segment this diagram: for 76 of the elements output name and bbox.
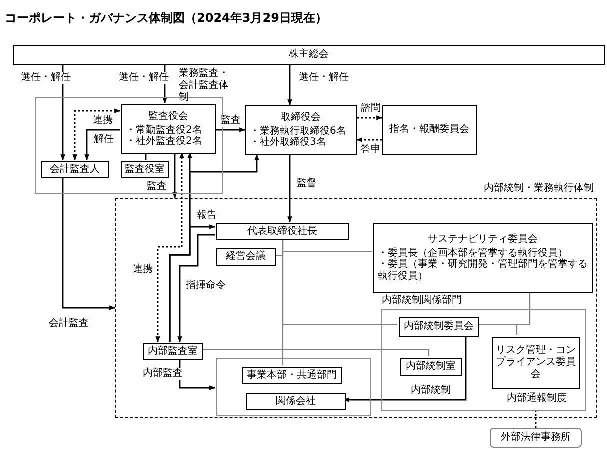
org-box: [400, 358, 462, 376]
arrow: [84, 129, 120, 161]
arrow: [62, 177, 116, 310]
arrow: [169, 154, 260, 342]
box-label: 監査役会: [148, 110, 188, 122]
connector-line: [282, 239, 284, 365]
org-box: [373, 223, 593, 293]
box-label: リスク管理・コンプライアンス委員会: [496, 345, 576, 381]
box-label: 株主総会: [289, 49, 329, 61]
box-label: 関係会社: [276, 396, 316, 408]
edge-label: 内部監査: [142, 368, 184, 380]
arrow: [356, 138, 382, 142]
edge-label: 諮問: [360, 103, 382, 115]
group-heading: 業務監査・会計監査体制: [179, 68, 230, 104]
arrow: [288, 65, 292, 106]
group-heading: 内部統制関係部門: [382, 295, 462, 307]
arrow: [60, 65, 66, 161]
edge-label: 監督: [296, 178, 318, 190]
org-box: [245, 105, 357, 155]
org-box: [490, 428, 582, 448]
box-label: サステナビリティ委員会: [428, 234, 538, 246]
arrow: [172, 153, 178, 199]
member-line: ・社外取締役3名: [250, 137, 326, 148]
edge-label: 報告: [196, 210, 218, 222]
org-box: [216, 223, 349, 240]
edge-label: 答申: [360, 144, 382, 156]
edge-label: 連携: [132, 264, 154, 276]
org-box: [13, 45, 605, 65]
edge-label: 指揮命令: [185, 280, 227, 292]
arrow: [72, 108, 121, 161]
box-label: 取締役会: [281, 112, 321, 124]
org-box: [242, 367, 342, 384]
member-line: ・委員（事業・研究開発・管理部門を管掌する執行役員）: [378, 259, 588, 282]
org-box: [121, 104, 216, 154]
edge-label: 内部統制: [410, 385, 452, 397]
box-label: 外部法律事務所: [501, 432, 571, 444]
edge-label: 選任・解任: [118, 72, 170, 84]
arrow: [357, 116, 383, 120]
arrow: [215, 128, 246, 132]
member-line: ・社外監査役2名: [126, 136, 202, 148]
group-heading: 内部統制・業務執行体制: [484, 183, 594, 195]
edge-label: 監査: [220, 115, 242, 127]
arrow: [178, 234, 215, 343]
connector-line: [516, 292, 531, 335]
box-label: 監査役室: [125, 164, 165, 176]
box-label: 内部統制室: [406, 361, 456, 373]
edge-label: 監査: [146, 181, 168, 193]
edge-label: 選任・解任: [298, 72, 350, 84]
org-box: [143, 343, 203, 360]
box-label: 事業本部・共通部門: [247, 370, 337, 382]
diagram-title: コーポレート・ガバナンス体制図（2024年3月29日現在）: [5, 10, 328, 27]
member-line: ・常勤監査役2名: [126, 124, 202, 136]
member-line: ・委員長（企画本部を管掌する執行役員）: [378, 248, 568, 259]
edge-label: 解任: [93, 134, 115, 146]
box-label: 内部統制委員会: [404, 321, 474, 333]
edge-label: 会計監査: [48, 318, 90, 330]
box-label: 会計監査人: [50, 164, 100, 176]
caption-text: 内部通報制度: [507, 393, 567, 405]
org-box: [399, 317, 479, 337]
connector-line: [535, 410, 537, 428]
edge-label: 選任・解任: [20, 72, 72, 84]
arrow: [156, 152, 184, 343]
box-label: 内部監査室: [148, 346, 198, 358]
member-line: ・業務執行取締役6名: [250, 126, 346, 136]
org-box: [382, 105, 477, 155]
edge-label: 連携: [92, 115, 114, 127]
org-box: [216, 248, 276, 266]
group-frame: [216, 358, 371, 416]
box-label: 代表取締役社長: [248, 226, 318, 238]
box-label: 経営会議: [226, 251, 266, 263]
org-box: [41, 161, 109, 178]
box-label: 指名・報酬委員会: [390, 124, 470, 136]
org-box: [246, 393, 346, 410]
org-box: [121, 161, 169, 178]
connector-line: [202, 349, 430, 356]
arrow: [288, 155, 292, 223]
